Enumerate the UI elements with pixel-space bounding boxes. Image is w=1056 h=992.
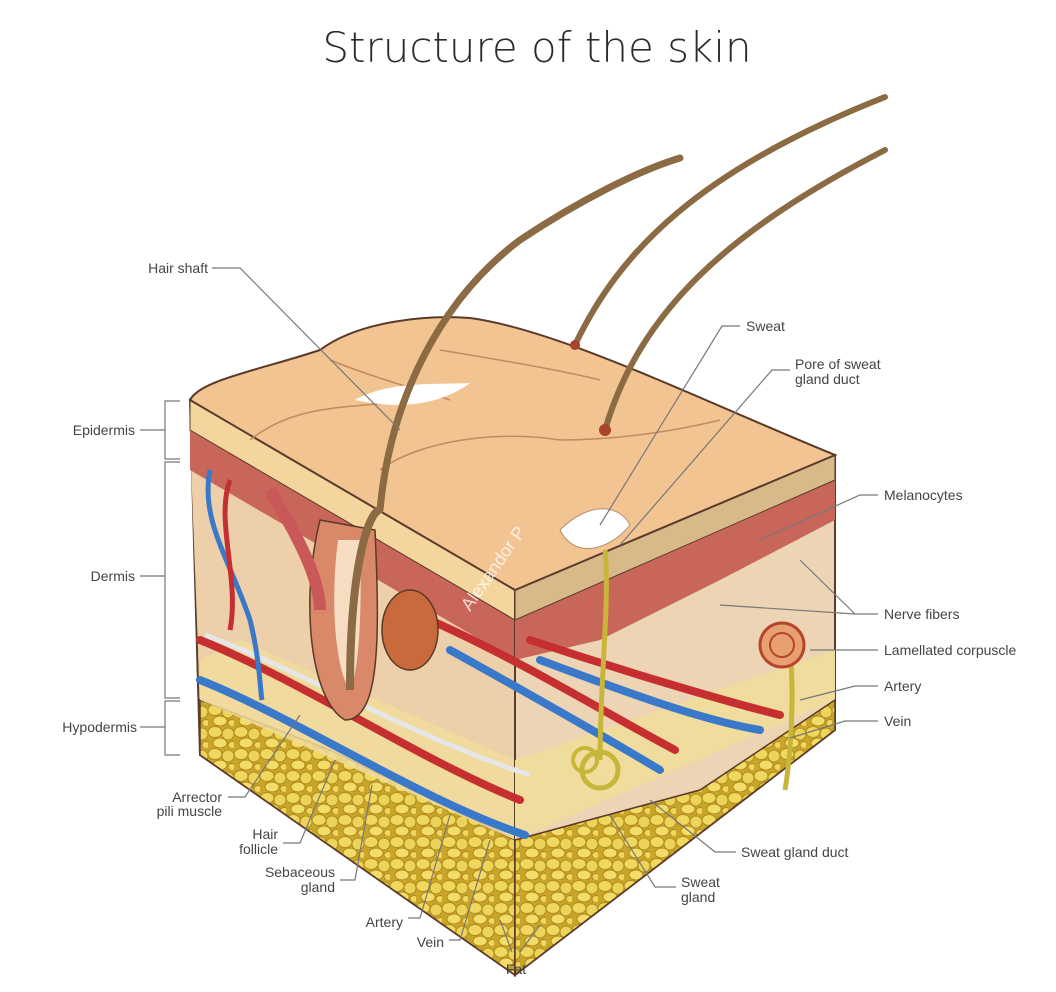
- label-dermis: Dermis: [91, 568, 135, 584]
- label-artery-bottom: Artery: [366, 914, 403, 930]
- label-melanocytes: Melanocytes: [884, 487, 963, 503]
- label-pore-line2: gland duct: [795, 371, 860, 387]
- artery-vessel: [196, 636, 524, 804]
- layer-brackets: [140, 400, 180, 756]
- label-fat: Fat: [506, 961, 526, 977]
- label-sweat: Sweat: [746, 318, 785, 334]
- labels: Hair shaft Sweat Pore of sweat gland duc…: [62, 260, 1016, 977]
- label-epidermis: Epidermis: [73, 422, 135, 438]
- label-hair-follicle-line1: Hair: [252, 826, 278, 842]
- lamellated-corpuscle: [758, 621, 806, 669]
- label-nerve-fibers: Nerve fibers: [884, 606, 959, 622]
- leader-lines: [212, 267, 878, 953]
- label-sweat-gland-line2: gland: [681, 889, 715, 905]
- label-sebaceous-line1: Sebaceous: [265, 864, 335, 880]
- label-sweat-gland-line1: Sweat: [681, 874, 720, 890]
- label-sebaceous-line2: gland: [301, 879, 335, 895]
- label-arrector-line2: pili muscle: [157, 803, 223, 819]
- label-vein-bottom: Vein: [417, 934, 444, 950]
- label-sweat-gland-duct: Sweat gland duct: [741, 844, 849, 860]
- hypodermis-right: [514, 698, 836, 977]
- sweat-gland: [571, 549, 806, 791]
- label-vein-right: Vein: [884, 713, 911, 729]
- sebaceous-gland: [381, 589, 439, 671]
- label-lamellated-corpuscle: Lamellated corpuscle: [884, 642, 1017, 658]
- label-hair-follicle-line2: follicle: [239, 841, 278, 857]
- label-arrector-line1: Arrector: [172, 789, 222, 805]
- hairs: [346, 94, 888, 691]
- dermis-band-right: [515, 478, 835, 660]
- vein-vessel: [196, 676, 529, 839]
- label-hypodermis: Hypodermis: [62, 719, 137, 735]
- label-hair-shaft: Hair shaft: [148, 260, 208, 276]
- arrector-pili-muscle: [264, 486, 326, 611]
- label-artery-right: Artery: [884, 678, 921, 694]
- page-title: Structure of the skin: [322, 23, 751, 72]
- right-face: [514, 453, 836, 978]
- sweat-gland-duct: [597, 549, 609, 761]
- label-pore-line1: Pore of sweat: [795, 356, 881, 372]
